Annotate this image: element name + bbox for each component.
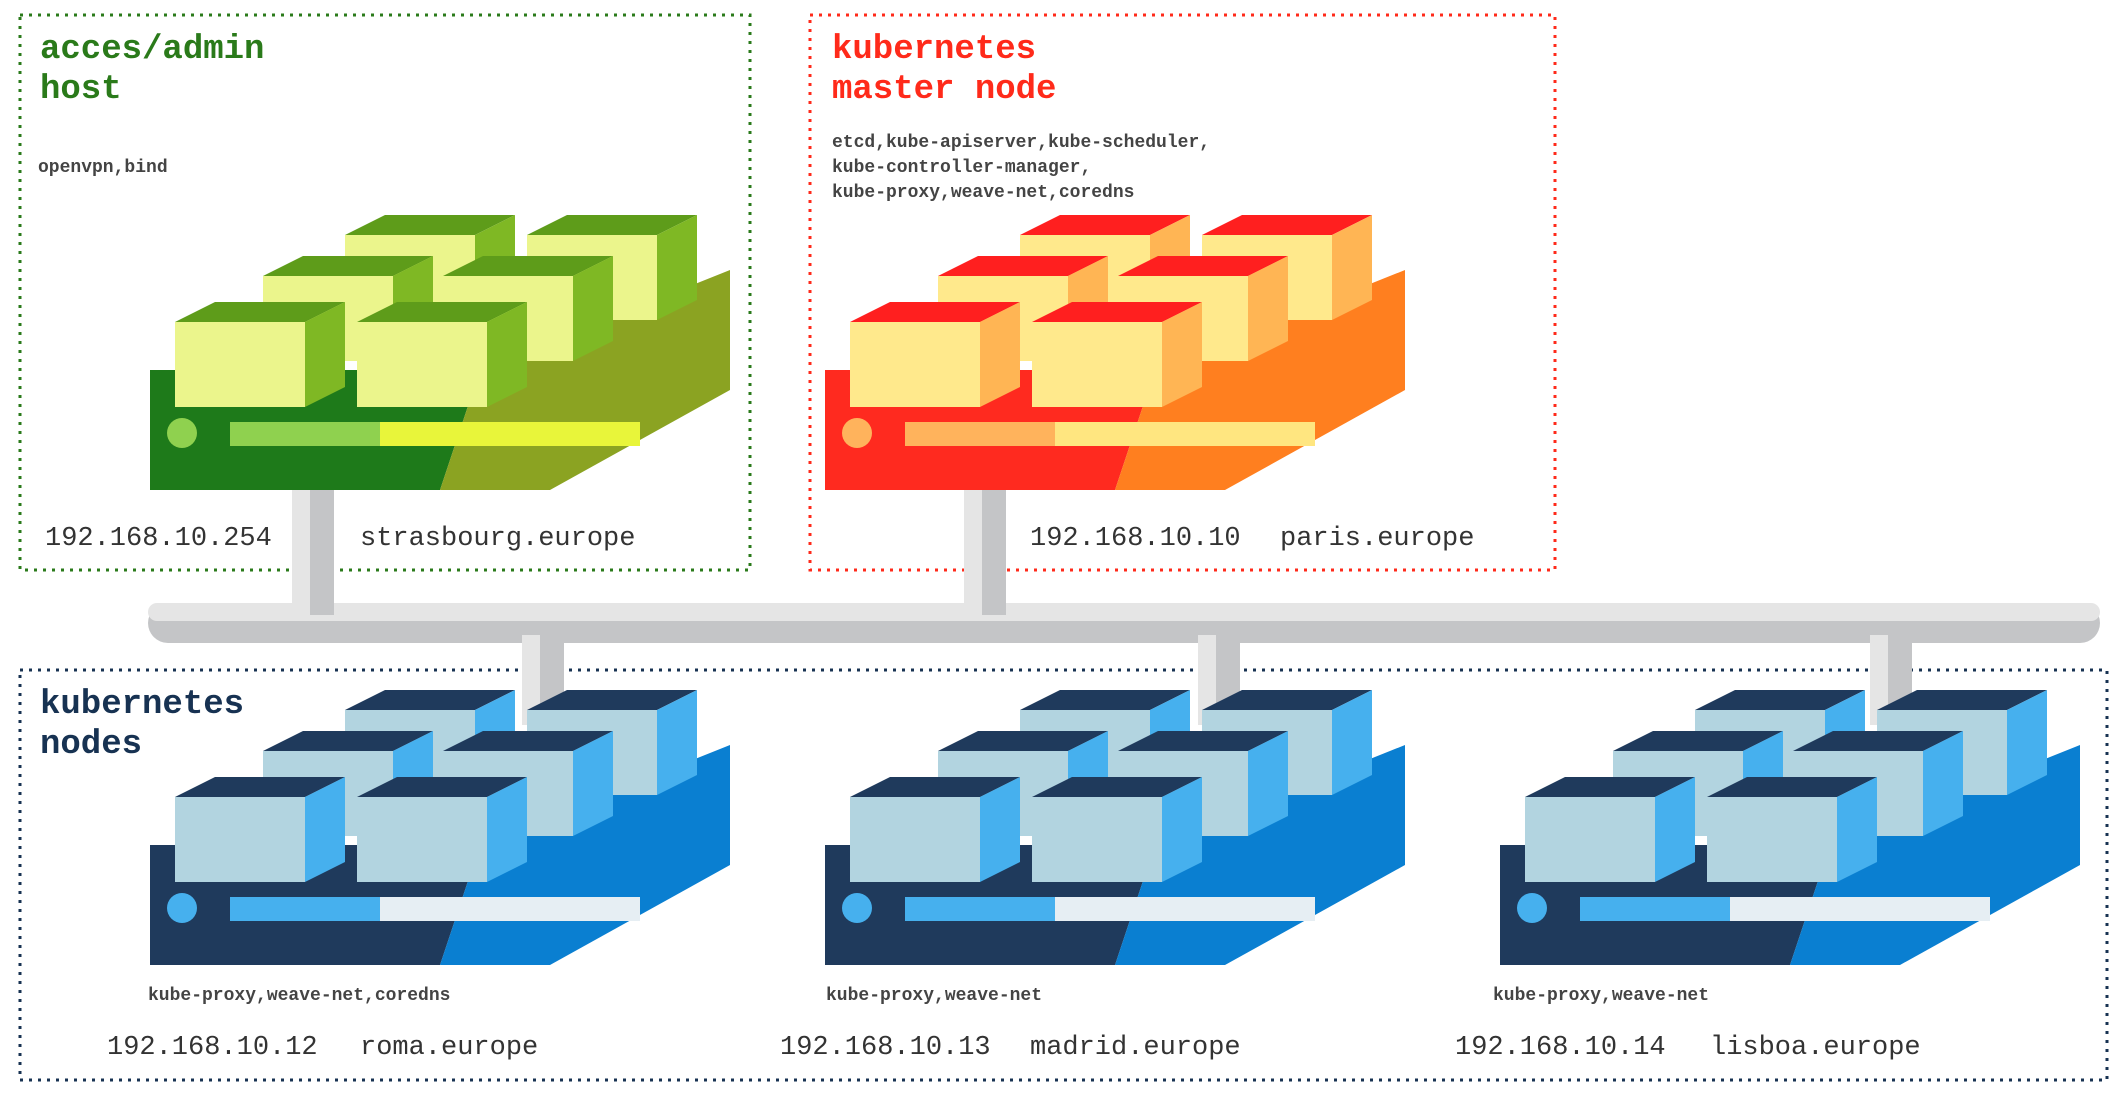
madrid-hostname: madrid.europe <box>1030 1033 1241 1063</box>
admin-ip: 192.168.10.254 <box>45 524 272 554</box>
lisboa-ip: 192.168.10.14 <box>1455 1033 1666 1063</box>
madrid-services: kube-proxy,weave-net <box>826 986 1042 1006</box>
master-title-line2: master node <box>832 71 1056 109</box>
lisboa-hostname: lisboa.europe <box>1710 1033 1921 1063</box>
master-hostname: paris.europe <box>1280 524 1474 554</box>
roma-ip: 192.168.10.12 <box>107 1033 318 1063</box>
roma-services: kube-proxy,weave-net,coredns <box>148 986 450 1006</box>
server-madrid <box>825 690 1405 965</box>
master-services-line2: kube-controller-manager, <box>832 158 1091 178</box>
admin-title-line2: host <box>40 71 122 109</box>
master-ip: 192.168.10.10 <box>1030 524 1241 554</box>
master-title-line1: kubernetes <box>832 31 1036 69</box>
worker-nodes-frame <box>18 668 2109 1082</box>
server-lisboa <box>1500 690 2080 965</box>
nodes-title-line2: nodes <box>40 726 142 764</box>
server-roma <box>150 690 730 965</box>
connector-master <box>964 470 1006 615</box>
master-services-line1: etcd,kube-apiserver,kube-scheduler, <box>832 133 1210 153</box>
master-services-line3: kube-proxy,weave-net,coredns <box>832 183 1134 203</box>
lisboa-services: kube-proxy,weave-net <box>1493 986 1709 1006</box>
roma-hostname: roma.europe <box>360 1033 538 1063</box>
network-bus <box>148 603 2100 643</box>
admin-title-line1: acces/admin <box>40 31 264 69</box>
admin-host-frame <box>18 13 752 572</box>
nodes-title-line1: kubernetes <box>40 686 244 724</box>
admin-hostname: strasbourg.europe <box>360 524 635 554</box>
server-paris <box>825 215 1405 490</box>
master-node-frame <box>808 13 1557 572</box>
server-strasbourg <box>150 215 730 490</box>
madrid-ip: 192.168.10.13 <box>780 1033 991 1063</box>
connector-admin <box>292 470 334 615</box>
admin-services: openvpn,bind <box>38 158 168 178</box>
